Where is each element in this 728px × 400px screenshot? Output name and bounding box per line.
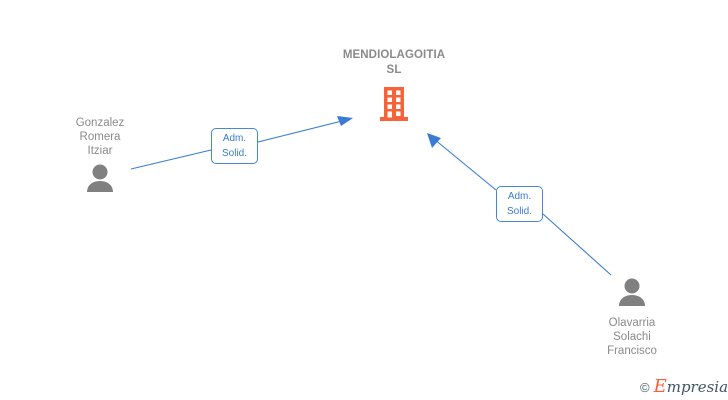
edge-right-lower [542, 213, 612, 276]
brand-initial: E [653, 376, 667, 397]
edge-left-upper [257, 119, 347, 143]
person-icon [84, 164, 116, 192]
person-icon [616, 278, 648, 306]
empresia-watermark: © Empresia [640, 378, 728, 396]
person-node-right[interactable]: Olavarria Solachi Francisco [562, 278, 702, 358]
edge-left-lower [130, 149, 212, 170]
person-name-left: Gonzalez Romera Itziar [75, 117, 125, 157]
building-icon [380, 86, 408, 122]
arrowhead-right [427, 133, 441, 148]
copyright-icon: © [640, 379, 650, 395]
person-node-left[interactable]: Gonzalez Romera Itziar [30, 116, 170, 197]
relation-label-right[interactable]: Adm. Solid. [496, 186, 543, 222]
brand-rest: mpresia [666, 378, 728, 396]
company-name: MENDIOLAGOITIA SL [342, 49, 446, 76]
relation-label-left[interactable]: Adm. Solid. [211, 128, 258, 164]
person-name-right: Olavarria Solachi Francisco [607, 317, 657, 357]
edge-right-upper [433, 138, 497, 191]
arrowhead-left [337, 116, 353, 126]
brand-logo: Empresia [654, 378, 728, 396]
company-node[interactable]: MENDIOLAGOITIA SL [324, 48, 464, 127]
